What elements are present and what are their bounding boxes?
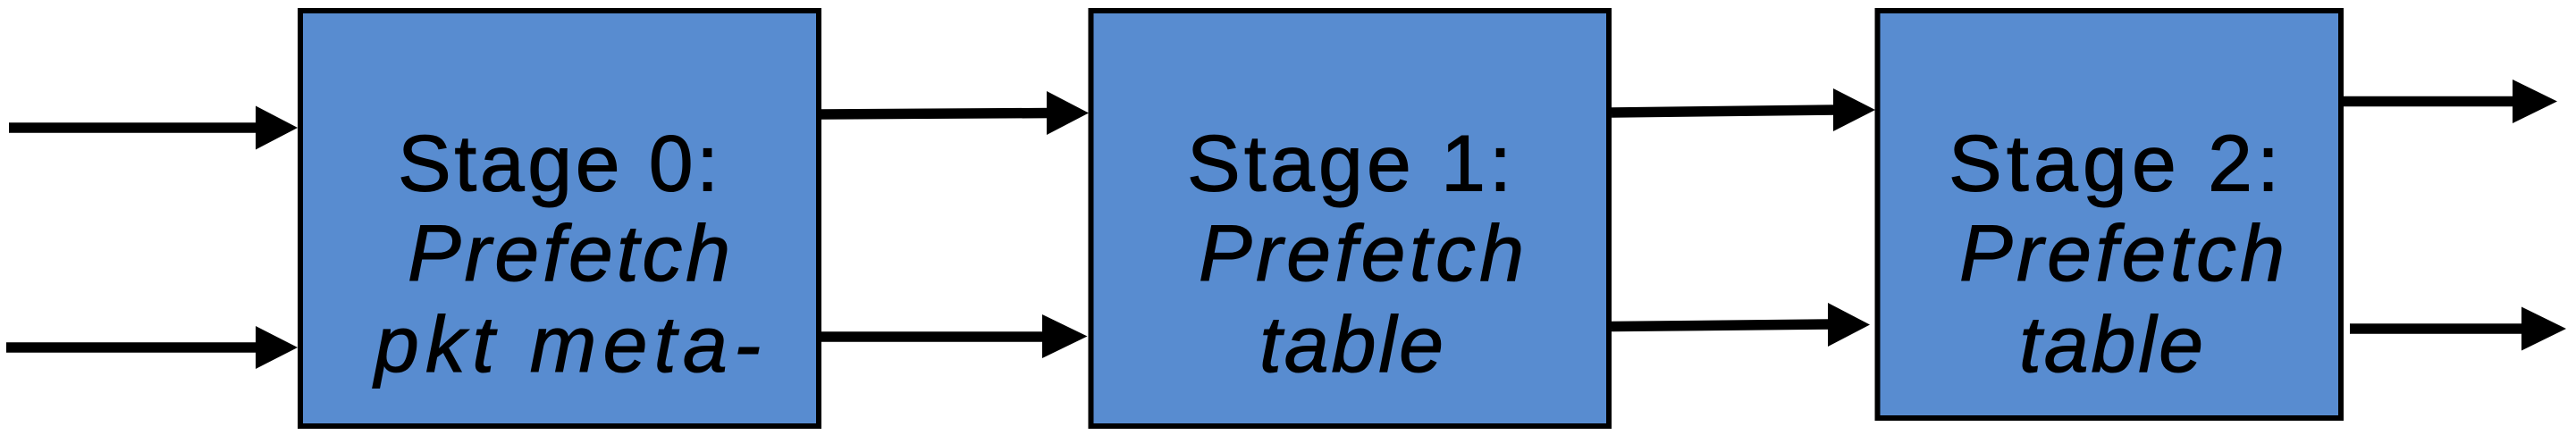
svg-text:Prefetch: Prefetch xyxy=(408,208,730,297)
svg-text:Prefetch: Prefetch xyxy=(1199,208,1524,297)
svg-text:Prefetch: Prefetch xyxy=(1959,208,2285,297)
svg-text:Stage 1:: Stage 1: xyxy=(1187,119,1511,208)
svg-text:table: table xyxy=(2019,299,2203,389)
svg-text:table: table xyxy=(1259,299,1444,389)
svg-text:Stage 0:: Stage 0: xyxy=(398,119,719,208)
svg-text:Stage 2:: Stage 2: xyxy=(1949,119,2279,208)
svg-text:pkt meta-: pkt meta- xyxy=(372,299,761,389)
